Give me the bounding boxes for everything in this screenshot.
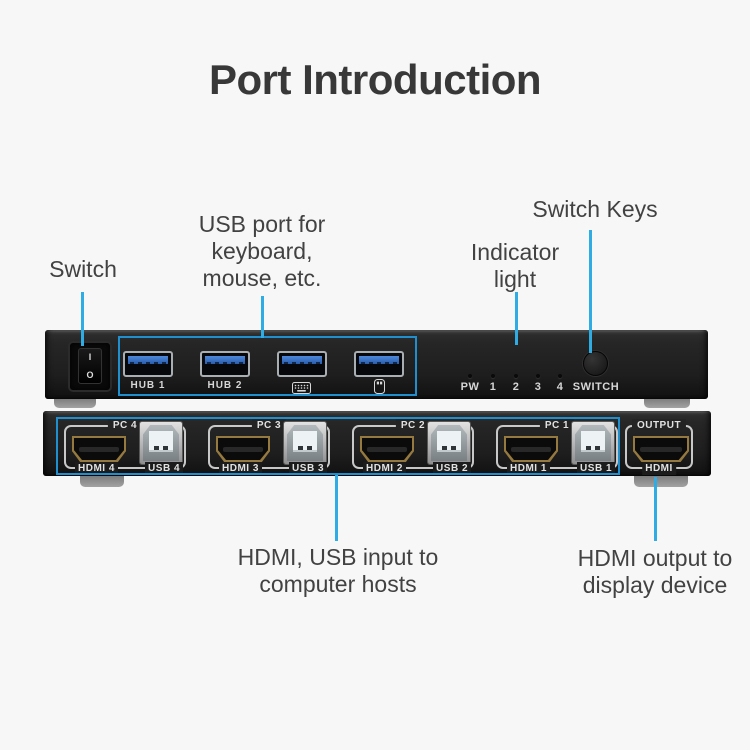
hdmi2-label: HDMI 2 xyxy=(363,462,406,475)
led-label-4: 4 xyxy=(556,381,564,393)
kvm-rear-panel: PC 4 HDMI 4 USB 4 PC 3 HDMI 3 USB 3 PC 2 xyxy=(43,411,711,476)
input-callout-line-2: computer hosts xyxy=(259,571,417,597)
pc1-port-group: PC 1 HDMI 1 USB 1 xyxy=(496,419,618,475)
pc3-port-group: PC 3 HDMI 3 USB 3 xyxy=(208,419,330,475)
indicator-leader-line xyxy=(515,292,518,345)
switch-leader-line xyxy=(81,292,84,346)
hdmi4-port xyxy=(72,436,126,462)
led-label-3: 3 xyxy=(534,381,542,393)
led-4 xyxy=(558,374,562,378)
led-label-pw: PW xyxy=(460,381,480,393)
output-port-group: OUTPUT HDMI xyxy=(625,419,693,475)
power-on-mark: I xyxy=(88,352,92,362)
usb-ports-highlight-box xyxy=(118,336,417,396)
pc4-port-group: PC 4 HDMI 4 USB 4 xyxy=(64,419,186,475)
switch-keys-callout-label: Switch Keys xyxy=(532,196,658,222)
led-label-1: 1 xyxy=(489,381,497,393)
power-off-mark: O xyxy=(86,370,94,380)
usb1-label: USB 1 xyxy=(577,462,615,475)
pc2-label: PC 2 xyxy=(395,419,431,432)
hdmi3-port xyxy=(216,436,270,462)
led-3 xyxy=(536,374,540,378)
usb-ports-callout-label: USB port for keyboard, mouse, etc. xyxy=(162,211,362,292)
hdmi-output-port xyxy=(633,436,689,462)
hub1-label: HUB 1 xyxy=(130,380,166,391)
power-switch: I O xyxy=(68,341,112,392)
pc1-label: PC 1 xyxy=(539,419,575,432)
hdmi-usb-input-callout-label: HDMI, USB input to computer hosts xyxy=(213,544,463,598)
usb4-label: USB 4 xyxy=(145,462,183,475)
kvm-front-panel: I O HUB 1 HUB 2 xyxy=(45,330,708,399)
usb2-port xyxy=(428,422,470,464)
indicator-callout-label: Indicator light xyxy=(437,239,593,293)
indicator-callout-line-2: light xyxy=(493,266,537,292)
usb-callout-line-2: keyboard, xyxy=(211,238,313,264)
pc3-label: PC 3 xyxy=(251,419,287,432)
led-label-2: 2 xyxy=(512,381,520,393)
led-1 xyxy=(491,374,495,378)
usb3-port xyxy=(284,422,326,464)
usb1-port xyxy=(572,422,614,464)
usb4-port xyxy=(140,422,182,464)
led-power xyxy=(468,374,472,378)
output-label: OUTPUT xyxy=(631,419,687,432)
usb3-label: USB 3 xyxy=(289,462,327,475)
input-ports-highlight-box xyxy=(56,417,620,475)
usb-port-hub1 xyxy=(123,351,173,377)
hdmi2-port xyxy=(360,436,414,462)
switch-button-label: SWITCH xyxy=(572,381,620,393)
usb-callout-line-1: USB port for xyxy=(198,211,326,237)
input-leader-line xyxy=(335,475,338,541)
pc4-label: PC 4 xyxy=(107,419,143,432)
usb-callout-line-3: mouse, etc. xyxy=(202,265,322,291)
page-title: Port Introduction xyxy=(208,56,542,103)
usb-port-hub2 xyxy=(200,351,250,377)
output-leader-line xyxy=(654,477,657,541)
pc2-port-group: PC 2 HDMI 2 USB 2 xyxy=(352,419,474,475)
usb2-label: USB 2 xyxy=(433,462,471,475)
hdmi-output-label: HDMI xyxy=(642,462,676,475)
hdmi1-port xyxy=(504,436,558,462)
input-callout-line-1: HDMI, USB input to xyxy=(237,544,439,570)
switch-key-button xyxy=(583,351,608,376)
output-callout-line-2: display device xyxy=(582,572,728,598)
hdmi-output-callout-label: HDMI output to display device xyxy=(541,545,750,599)
led-2 xyxy=(514,374,518,378)
output-callout-line-1: HDMI output to xyxy=(577,545,733,571)
indicator-callout-line-1: Indicator xyxy=(470,239,560,265)
hdmi3-label: HDMI 3 xyxy=(219,462,262,475)
hdmi4-label: HDMI 4 xyxy=(75,462,118,475)
mouse-icon xyxy=(374,379,385,399)
usb-port-mouse xyxy=(354,351,404,377)
hdmi1-label: HDMI 1 xyxy=(507,462,550,475)
hub2-label: HUB 2 xyxy=(207,380,243,391)
keyboard-icon xyxy=(292,381,311,399)
switch-callout-label: Switch xyxy=(49,256,117,282)
switch-keys-leader-line xyxy=(589,230,592,353)
usb-leader-line xyxy=(261,296,264,338)
power-rocker: I O xyxy=(78,348,102,384)
usb-port-keyboard xyxy=(277,351,327,377)
